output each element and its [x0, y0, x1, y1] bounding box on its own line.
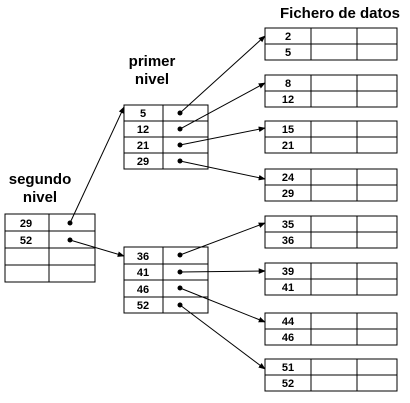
pointer-arrow [179, 287, 266, 323]
pointer-arrow [69, 106, 125, 224]
data-block: 24 29 [264, 168, 398, 202]
data-key: 52 [282, 378, 294, 390]
second-level-index-table: 29 52 [4, 213, 96, 283]
first-level-key: 12 [137, 124, 149, 136]
pointer-arrow [179, 126, 266, 146]
data-key: 5 [285, 47, 291, 59]
data-key: 21 [282, 140, 294, 152]
data-key: 44 [282, 316, 295, 328]
pointer-arrow [69, 239, 125, 257]
data-block: 15 21 [264, 120, 398, 154]
data-block: 39 41 [264, 262, 398, 296]
second-level-key: 29 [20, 218, 32, 230]
first-level-title-line2: nivel [135, 71, 169, 88]
data-block: 35 36 [264, 215, 398, 249]
data-key: 46 [282, 332, 294, 344]
data-key: 36 [282, 235, 294, 247]
data-block: 51 52 [264, 358, 398, 392]
data-key: 8 [285, 78, 291, 90]
first-level-key: 41 [137, 267, 149, 279]
data-block: 2 5 [264, 27, 398, 61]
first-level-key: 5 [140, 108, 146, 120]
data-key: 51 [282, 362, 294, 374]
data-key: 41 [282, 282, 294, 294]
pointer-arrow [179, 160, 266, 181]
first-level-index-table-lower: 36 41 46 52 [123, 246, 209, 314]
data-key: 29 [282, 188, 294, 200]
first-level-key: 46 [137, 284, 149, 296]
data-block: 8 12 [264, 74, 398, 108]
first-level-key: 29 [137, 156, 149, 168]
data-key: 2 [285, 31, 291, 43]
first-level-key: 36 [137, 251, 149, 263]
first-level-title-line1: primer [129, 53, 176, 70]
second-level-key: 52 [20, 235, 32, 247]
pointer-arrow [179, 268, 266, 274]
data-key: 24 [282, 172, 295, 184]
data-key: 15 [282, 124, 294, 136]
first-level-key: 21 [137, 140, 149, 152]
pointer-arrow [179, 35, 266, 114]
pointer-arrow [179, 304, 266, 370]
first-level-index-table-upper: 5 12 21 29 [123, 104, 209, 170]
data-key: 39 [282, 266, 294, 278]
data-block: 44 46 [264, 312, 398, 346]
data-key: 12 [282, 94, 294, 106]
second-level-title-line1: segundo [9, 171, 72, 188]
pointer-arrow [179, 222, 266, 256]
pointer-arrow [179, 82, 266, 130]
data-key: 35 [282, 219, 294, 231]
data-file-title: Fichero de datos [280, 5, 400, 22]
first-level-key: 52 [137, 300, 149, 312]
second-level-title-line2: nivel [23, 189, 57, 206]
